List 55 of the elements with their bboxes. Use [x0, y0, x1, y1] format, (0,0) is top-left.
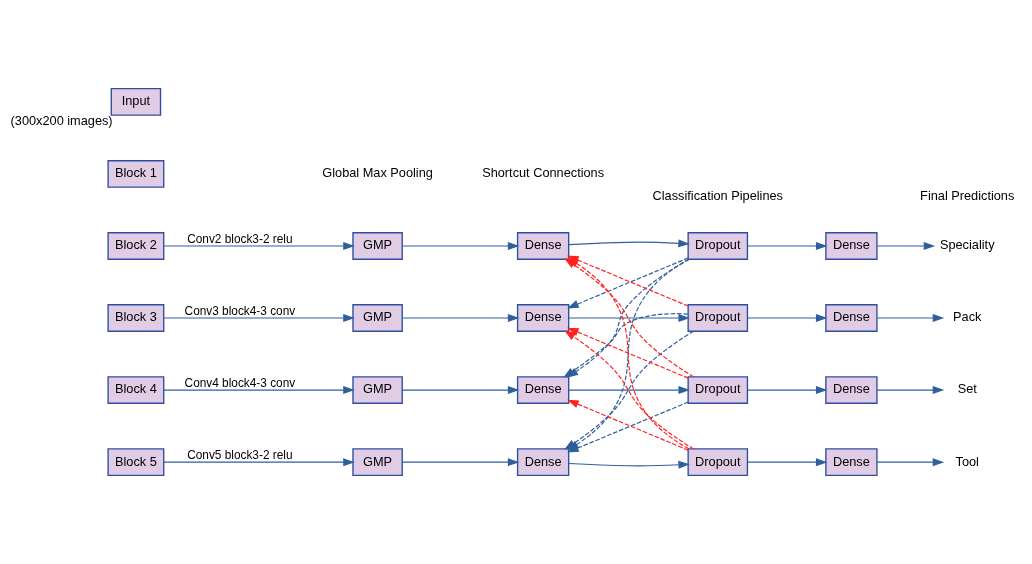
- arrow: [568, 239, 690, 248]
- arrow: [747, 458, 828, 467]
- node-box: Dropout: [687, 376, 749, 404]
- label: Final Predictions: [920, 188, 1015, 204]
- node-box: Dense: [516, 376, 570, 404]
- node-box: GMP: [352, 304, 403, 332]
- arrow: [401, 314, 520, 323]
- arrow: [401, 458, 520, 467]
- node-box: Dense: [825, 232, 878, 260]
- node-box: GMP: [352, 448, 403, 477]
- label: Classification Pipelines: [652, 188, 783, 204]
- arrow: [747, 241, 828, 250]
- node-text: Pack: [953, 309, 982, 325]
- arrow: [163, 241, 355, 250]
- node-box: Dense: [516, 448, 570, 477]
- node-box: Dense: [825, 304, 878, 332]
- arrow: [568, 314, 690, 323]
- arrow: [876, 314, 945, 323]
- arrow: [401, 241, 520, 250]
- node-box: Block 1: [107, 160, 165, 188]
- node-box: GMP: [352, 232, 403, 260]
- edge-label: Conv4 block4-3 conv: [184, 375, 296, 390]
- arrow: [747, 314, 828, 323]
- node-box: Block 3: [107, 304, 165, 332]
- node-label: (300x200 images): [10, 113, 113, 129]
- node-text: Tool: [955, 453, 979, 469]
- arrow: [401, 386, 520, 395]
- arrow: [876, 386, 945, 395]
- node-box: Block 5: [107, 448, 165, 477]
- edge-label: Conv3 block4-3 conv: [184, 303, 296, 318]
- label: Global Max Pooling: [322, 165, 433, 181]
- node-box: Dense: [825, 376, 878, 404]
- arrow: [163, 458, 355, 467]
- arrow: [876, 241, 936, 250]
- arrow: [876, 458, 945, 467]
- edge-label: Conv2 block3-2 relu: [187, 231, 293, 246]
- node-text: Speciality: [939, 237, 995, 253]
- arrow: [163, 314, 355, 323]
- node-box: Dropout: [687, 448, 749, 477]
- node-box: Dropout: [687, 304, 749, 332]
- node-box: Block 2: [107, 232, 165, 260]
- node-box: Dense: [516, 304, 570, 332]
- arrow: [163, 386, 355, 395]
- arrow: [747, 386, 828, 395]
- label: Shortcut Connections: [482, 165, 605, 181]
- node-box: Dense: [516, 232, 570, 260]
- node-box: GMP: [352, 376, 403, 404]
- node-text: Set: [957, 381, 977, 397]
- node-box: Dense: [825, 448, 878, 477]
- node-box: Dropout: [687, 232, 749, 260]
- edge-label: Conv5 block3-2 relu: [187, 447, 293, 462]
- arrow: [568, 460, 690, 469]
- node-box: Block 4: [107, 376, 165, 404]
- arrow: [568, 386, 690, 395]
- node-box: Input: [110, 87, 162, 116]
